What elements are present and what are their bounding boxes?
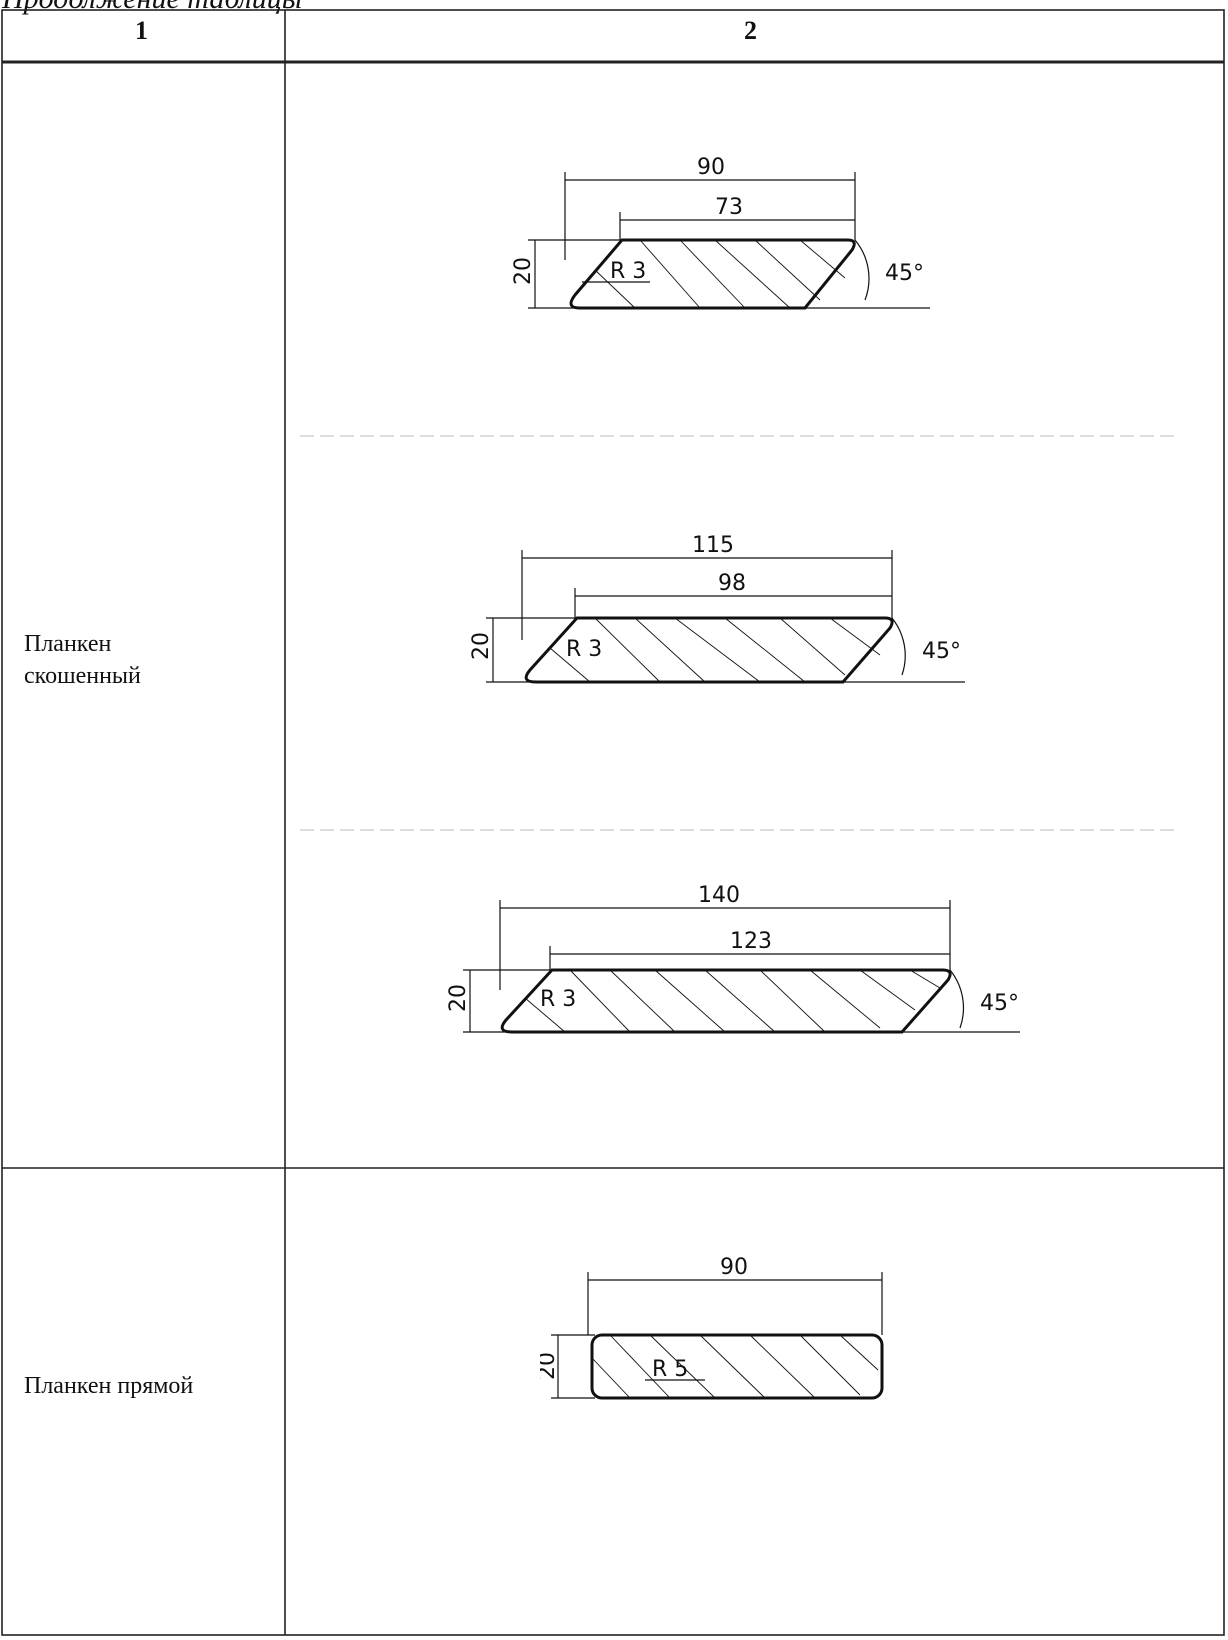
- dim-thickness: 20: [511, 257, 536, 285]
- dim-radius: R 3: [610, 259, 646, 284]
- profile-drawing-beveled-140: 140 123 20 R 3 45°: [446, 883, 1020, 1034]
- header-col-1: 1: [135, 16, 148, 45]
- row-label-beveled-line1: Планкен: [24, 631, 112, 657]
- dim-radius: R 5: [652, 1357, 688, 1382]
- dim-top: 123: [730, 929, 772, 954]
- profile-drawing-beveled-90: 90 73 20 R 3 45°: [511, 155, 930, 310]
- row-label-beveled: Планкен скошенный: [24, 628, 141, 692]
- dim-thickness: 20: [540, 1352, 560, 1380]
- dim-top: 73: [715, 195, 743, 220]
- table-continuation-caption: Продолжение таблицы: [2, 0, 302, 16]
- dim-angle: 45°: [885, 261, 924, 286]
- dim-top: 98: [718, 571, 746, 596]
- dim-angle: 45°: [980, 991, 1019, 1016]
- dim-overall: 90: [697, 155, 725, 180]
- profile-drawing-beveled-115: 115 98 20 R 3 45°: [469, 533, 965, 684]
- dim-thickness: 20: [446, 984, 471, 1012]
- dim-angle: 45°: [922, 639, 961, 664]
- dim-radius: R 3: [566, 637, 602, 662]
- dim-overall: 90: [720, 1255, 748, 1280]
- dim-radius: R 3: [540, 987, 576, 1012]
- row-label-beveled-line2: скошенный: [24, 663, 141, 689]
- dim-overall: 115: [692, 533, 734, 558]
- profile-drawing-straight-90: 90 20 R 5: [540, 1255, 884, 1400]
- dim-overall: 140: [698, 883, 740, 908]
- header-col-2: 2: [744, 16, 757, 45]
- dim-thickness: 20: [469, 632, 494, 660]
- row-label-straight: Планкен прямой: [24, 1373, 194, 1399]
